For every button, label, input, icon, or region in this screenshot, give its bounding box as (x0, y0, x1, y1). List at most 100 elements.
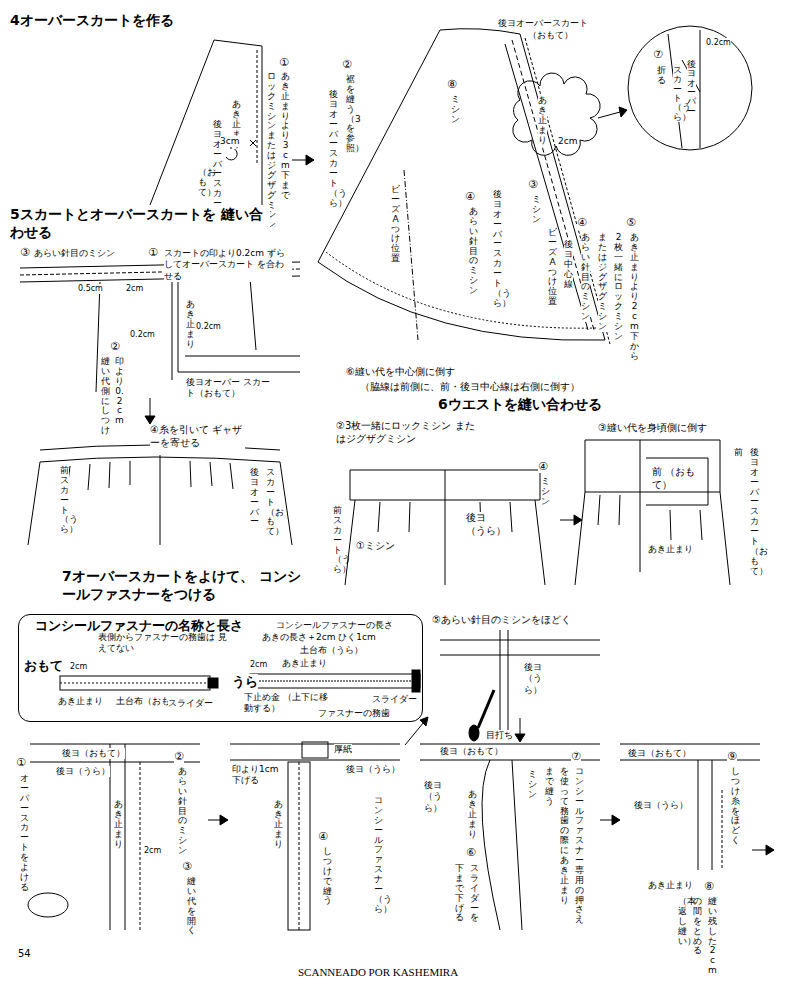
vertical-note: ミシン (532, 195, 541, 225)
note-label: ③縫い代を身頃側に倒す (598, 422, 707, 434)
note-label: 後ヨオーバー スカート（おもて） (186, 377, 276, 400)
note-label: あき止まり (648, 880, 693, 891)
vertical-note: 後ヨオーバースカート (213, 120, 222, 219)
note-label: ⑨ (727, 750, 737, 763)
note-label: SCANNEADO POR KASHEMIRA (298, 966, 458, 979)
vertical-note: 前 (734, 448, 743, 458)
note-label: ① (148, 246, 158, 259)
note-label: スカートの印より0.2cm ずらしてオーバースカート を合わせる (164, 248, 292, 282)
note-label: 0.2cm (706, 38, 731, 48)
vertical-note: あき止まりより3cm下まで (281, 72, 290, 201)
vertical-note: コンシールファスナー専用の押さえ (575, 767, 584, 925)
vertical-note: 縫い代を開く (187, 877, 196, 936)
vertical-note: しつけで縫う (323, 847, 332, 906)
section-heading: 5スカートとオーバースカートを 縫い合わせる (10, 206, 270, 241)
vertical-note: あらい針目のミシン (469, 207, 478, 296)
vertical-note: ミシン (528, 770, 537, 800)
vertical-note: 後ヨオーバー (687, 60, 696, 116)
vertical-note: 下まで下げる (455, 864, 464, 923)
note-label: ③ (528, 178, 538, 191)
note-label: 後ヨ（うら） (56, 766, 110, 777)
note-label: 2cm (70, 662, 87, 672)
vertical-note: あき止まり (468, 790, 477, 839)
note-label: ②3枚一緒にロックミシン またはジグザグミシン (336, 420, 476, 445)
vertical-note: 印より0.2cm (115, 357, 124, 426)
note-label: 0.2cm (196, 322, 221, 332)
note-label: 2cm (144, 846, 161, 856)
vertical-note: 後ヨオーバースカート（うら） (329, 90, 338, 209)
note-label: あき止まり (58, 696, 103, 707)
note-label: 表側からファスナーの務歯は 見えてない (98, 632, 228, 655)
vertical-note: （おもて） (198, 168, 207, 198)
note-label: ③ (182, 860, 192, 873)
note-label: 2cm (250, 660, 267, 670)
vertical-note: スカート（おもて） (266, 468, 275, 537)
note-label: スライダー (168, 698, 213, 709)
note-label: ⑦ (653, 48, 663, 61)
vertical-note: ミシン (451, 95, 460, 125)
vertical-note: あらい針目のミシン (581, 233, 590, 322)
vertical-note: あき止まり (186, 300, 195, 349)
vertical-note: （本返し縫い） (678, 897, 687, 946)
note-label: 後ヨ （うら） (424, 780, 459, 814)
vertical-note: スライダーを (470, 864, 479, 923)
note-label: ①ミシン (356, 540, 395, 552)
note-label: 後ヨ（うら） (634, 800, 688, 811)
note-label: ① (279, 56, 289, 69)
note-label: ④ (538, 460, 548, 473)
note-label: （おもて） (528, 30, 573, 41)
note-label: 2cm (558, 136, 577, 147)
vertical-note: 後ヨオーバー (250, 468, 259, 527)
vertical-note: ミシン (541, 477, 550, 507)
note-label: あき止まり (282, 658, 327, 669)
note-label: 後ヨ （うら） (524, 662, 559, 696)
note-label: 後ヨ（おもて） (62, 748, 125, 759)
vertical-note: ビーズAつけ位置 (391, 185, 400, 264)
section-heading: おもて (24, 658, 63, 674)
note-label: ⑤ (626, 216, 636, 229)
note-label: ファスナーの務歯 (318, 708, 390, 719)
vertical-note: の間をとめる (693, 897, 702, 956)
vertical-note: 後ヨオーバースカート（おもて） (750, 448, 759, 577)
vertical-note: 後ヨ中心線 (564, 240, 573, 289)
vertical-note: 2枚一緒にロックミシン (614, 233, 623, 342)
vertical-note: を使って務歯の際にあき止まり (560, 767, 569, 905)
vertical-note: 縫い残した2cm (708, 897, 717, 976)
vertical-note: 後ヨオーバースカート（うら） (493, 190, 502, 309)
vertical-note: またはジグザグミシン (598, 233, 607, 332)
note-label: 0.5cm (78, 284, 103, 294)
note-label: 印より1cm 下げる (232, 764, 287, 787)
note-label: ⑤あらい針目のミシンをほどく (432, 614, 571, 626)
note-label: 土台布（うら） (300, 645, 363, 656)
note-label: 2cm (126, 284, 143, 294)
note-label: 後ヨ（おもて） (440, 746, 503, 757)
vertical-note: 縫い代側にしつけ (101, 357, 110, 436)
note-label: ② (342, 58, 352, 71)
vertical-note: 前スカート（うら） (333, 506, 342, 575)
vertical-note: ビーズAつけ位置 (548, 228, 557, 307)
note-label: ⑧ (704, 880, 714, 893)
note-label: ② (110, 340, 120, 353)
note-label: ⑥ (466, 846, 476, 859)
note-label: ⑦ (571, 750, 581, 763)
note-label: あらい針目のミシン (34, 248, 115, 259)
note-label: ④ (465, 190, 475, 203)
note-label: スライダー (372, 694, 417, 705)
note-label: コンシールファスナーの長さ (276, 620, 393, 631)
note-label: ④ (577, 216, 587, 229)
section-heading: 4オーバースカートを作る (10, 12, 174, 29)
note-label: （脇線は前側に、前・後ヨ中心線は右側に倒す） (360, 381, 580, 393)
vertical-note: 裾を縫う（3を参照） (346, 75, 355, 154)
vertical-note: あき止まり (114, 800, 123, 849)
vertical-note: あらい針目のミシン (178, 767, 187, 856)
note-label: 前 （おもて） (652, 466, 702, 491)
vertical-note: しつけ糸をほどく (731, 767, 740, 846)
section-heading: 7オーバースカートをよけて、 コンシールファスナーをつける (62, 568, 312, 603)
note-label: ⑧ (447, 78, 457, 91)
vertical-note: あき止まり (538, 96, 547, 145)
note-label: 後ヨ （うら） (466, 512, 506, 537)
vertical-note: あき止まり (274, 800, 283, 849)
note-label: あき止まり (648, 544, 693, 555)
